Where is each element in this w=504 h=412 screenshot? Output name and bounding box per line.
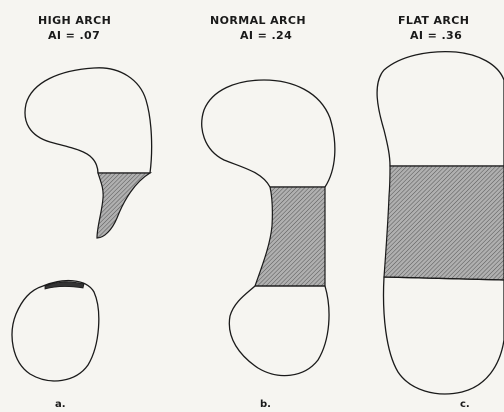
flat-arch-footprint bbox=[377, 52, 504, 394]
flat-arch-shaded-region bbox=[384, 166, 504, 280]
high-arch-forefoot bbox=[25, 68, 152, 173]
normal-arch-outline bbox=[202, 80, 335, 187]
normal-arch-heel bbox=[229, 286, 329, 376]
high-arch-footprint bbox=[12, 68, 152, 381]
high-arch-shaded-region bbox=[97, 173, 150, 238]
normal-arch-footprint bbox=[202, 80, 335, 376]
flat-arch-forefoot bbox=[377, 52, 504, 166]
flat-arch-heel bbox=[384, 277, 504, 394]
panel-b-label: b. bbox=[260, 399, 271, 410]
normal-arch-shaded-region bbox=[255, 187, 325, 286]
panel-c-label: c. bbox=[460, 399, 470, 410]
high-arch-heel bbox=[12, 281, 99, 381]
panel-a-label: a. bbox=[55, 399, 66, 410]
